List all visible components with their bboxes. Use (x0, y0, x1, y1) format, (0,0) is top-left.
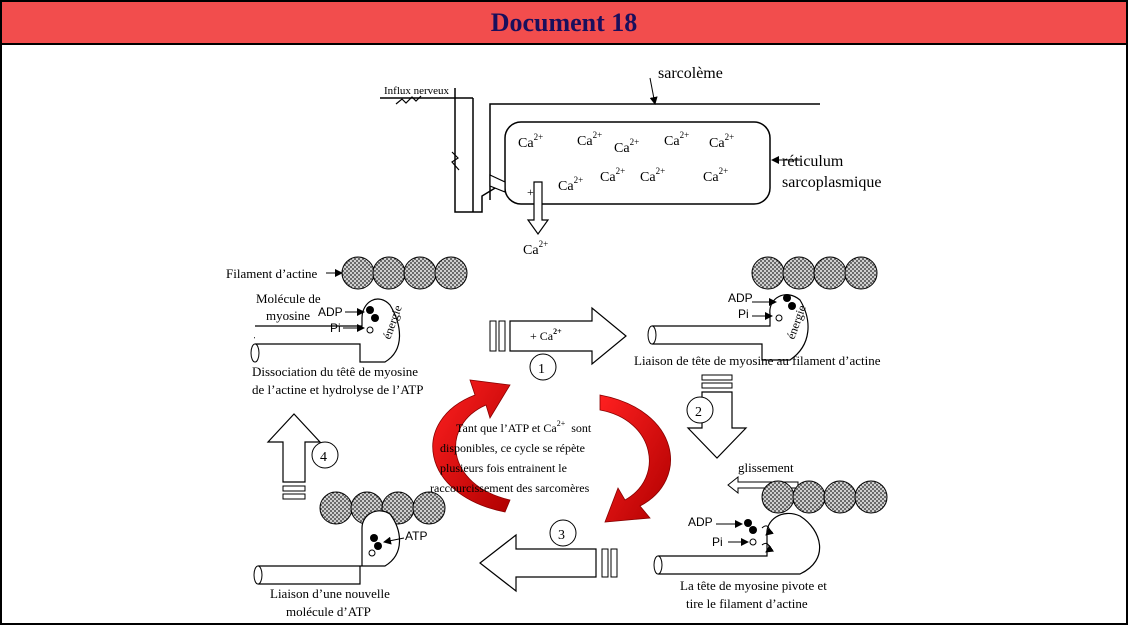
actin-filament (751, 256, 878, 290)
svg-text:4: 4 (320, 450, 327, 465)
svg-text:+: + (527, 185, 534, 199)
myosin-label-1: Molécule de (256, 291, 321, 306)
document-title: Document 18 (490, 7, 638, 37)
stage-atp-binding: ATP Liaison d’une nouvelle molécule d’AT… (253, 491, 446, 619)
svg-text:Dissociation du têtê de myosin: Dissociation du têtê de myosine (252, 364, 418, 379)
svg-text:ADP: ADP (318, 305, 343, 319)
svg-text:plusieurs fois entrainent le: plusieurs fois entrainent le (440, 461, 567, 475)
svg-text:Pi: Pi (738, 307, 749, 321)
svg-text:3: 3 (558, 528, 565, 543)
myosin-head (658, 512, 821, 575)
svg-text:Liaison de tête de myosine au: Liaison de tête de myosine au filament d… (634, 353, 881, 368)
lightning-icon-2 (451, 151, 460, 171)
step-arrow-1: + Ca2+ 1 (489, 306, 627, 381)
actin-label: Filament d’actine (226, 266, 318, 281)
cycle-arrows (432, 379, 671, 523)
svg-text:+ Ca2+: + Ca2+ (530, 327, 562, 343)
svg-text:de l’actine et hydrolyse de l’: de l’actine et hydrolyse de l’ATP (252, 382, 423, 397)
sarcoplasmic-reticulum (504, 121, 771, 205)
myosin-label-2: myosine (266, 308, 310, 323)
svg-text:disponibles, ce cycle se répèt: disponibles, ce cycle se répète (440, 441, 585, 455)
step-arrow-4: 4 (266, 413, 339, 500)
cycle-arrow-top (432, 379, 511, 513)
step-arrow-2: 2 (686, 374, 748, 459)
svg-text:Pi: Pi (330, 321, 341, 335)
sarcolemma-diagram: sarcolème Influx nerveux + Ca2+ Ca2+ Ca2… (380, 65, 882, 258)
svg-text:Liaison d’une nouvelle: Liaison d’une nouvelle (270, 586, 390, 601)
cycle-arrow-bottom (599, 394, 671, 523)
svg-text:1: 1 (538, 362, 545, 377)
actin-filament (761, 480, 888, 514)
actin-filament (341, 256, 468, 290)
svg-text:La tête de myosine pivote et: La tête de myosine pivote et (680, 578, 827, 593)
myosin-head (258, 510, 401, 585)
sarcolemma-line (489, 103, 820, 200)
stage-binding: ADP Pi énergie Liaison de tête de myosin… (634, 256, 881, 368)
calcium-release-arrow (526, 181, 550, 236)
svg-text:glissement: glissement (738, 460, 794, 475)
svg-text:Tant que l’ATP et Ca2+sont: Tant que l’ATP et Ca2+sont (456, 419, 592, 435)
svg-text:tire le filament d’actine: tire le filament d’actine (686, 596, 808, 611)
svg-text:ADP: ADP (688, 515, 713, 529)
calcium-ions: Ca2+ Ca2+ Ca2+ Ca2+ Ca2+ Ca2+ Ca2+ Ca2+ … (518, 130, 734, 194)
sarcolemma-label: sarcolème (658, 65, 723, 82)
reticulum-label-2: sarcoplasmique (782, 174, 882, 191)
stage-pivot: glissement ADP Pi La tête de myosine piv… (653, 460, 888, 611)
step-arrow-3: 3 (479, 519, 618, 593)
stage-dissociation: Filament d’actine Molécule de myosine AD… (226, 256, 468, 397)
svg-text:Pi: Pi (712, 535, 723, 549)
synapse-knob (489, 174, 506, 193)
svg-text:raccourcissement des sarcomère: raccourcissement des sarcomères (430, 481, 590, 495)
svg-text:ADP: ADP (728, 291, 753, 305)
reticulum-label-1: réticulum (782, 153, 844, 170)
influx-label: Influx nerveux (384, 85, 450, 97)
cycle-description: Tant que l’ATP et Ca2+sont disponibles, … (430, 419, 592, 495)
lightning-icon (395, 95, 422, 105)
calcium-out-label: Ca2+ (523, 239, 548, 258)
svg-text:molécule d’ATP: molécule d’ATP (286, 604, 371, 619)
myosin-head (652, 294, 809, 361)
svg-text:2: 2 (695, 405, 702, 420)
svg-text:ATP: ATP (405, 529, 427, 543)
document-header: Document 18 (2, 2, 1126, 45)
